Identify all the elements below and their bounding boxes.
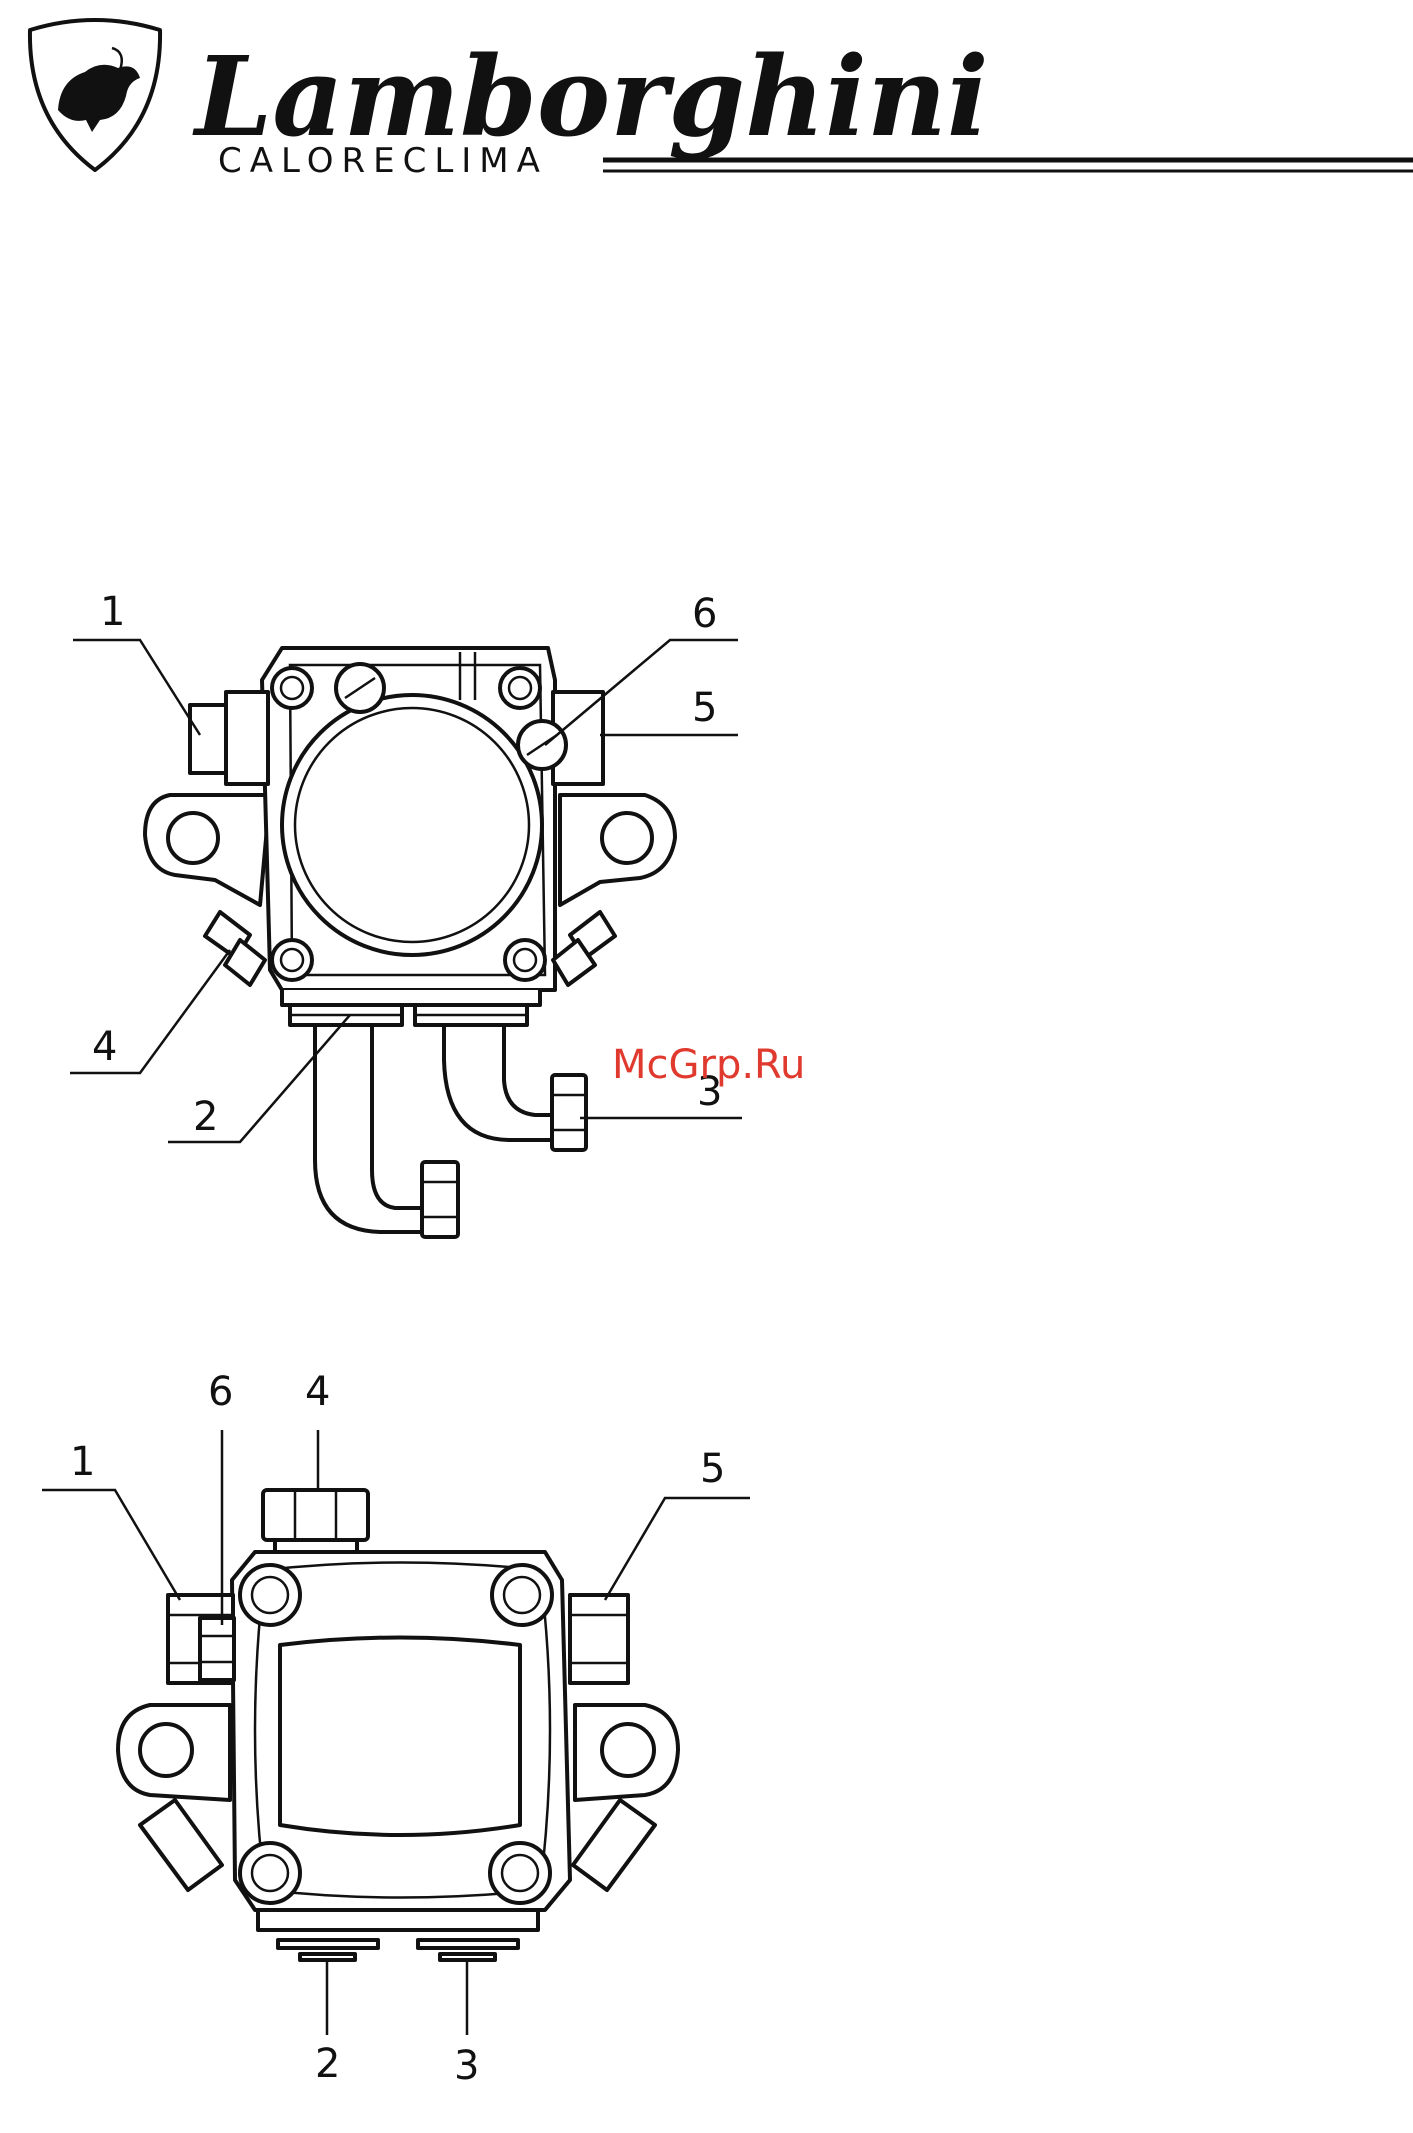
pump-body-bottom [118, 1490, 678, 1960]
leader-5-bottom [605, 1498, 750, 1600]
brand-subtitle: CALORECLIMA [218, 141, 548, 181]
pump-body-top [145, 648, 675, 1025]
bull-shield-icon [30, 20, 160, 170]
callout-label: 1 [100, 589, 125, 635]
callout-label: 4 [305, 1369, 330, 1415]
figure-top: 1 6 5 4 2 3 [70, 589, 742, 1237]
callout-label: 4 [92, 1024, 117, 1070]
pipe-3-top [444, 1025, 586, 1150]
figure-bottom: 6 4 1 5 2 3 [42, 1369, 750, 2089]
callout-label: 5 [692, 685, 717, 731]
leader-1-top [73, 640, 200, 735]
callout-label: 2 [193, 1094, 218, 1140]
callout-label: 5 [700, 1446, 725, 1492]
leader-1-bottom [42, 1490, 180, 1600]
header: Lamborghini CALORECLIMA [30, 20, 1413, 181]
watermark: McGrp.Ru [612, 1042, 805, 1088]
callout-label: 2 [315, 2041, 340, 2087]
callout-label: 3 [454, 2043, 479, 2089]
callout-label: 6 [208, 1369, 233, 1415]
callout-label: 6 [692, 591, 717, 637]
callout-label: 1 [70, 1439, 95, 1485]
pipe-2-top [315, 1025, 458, 1237]
